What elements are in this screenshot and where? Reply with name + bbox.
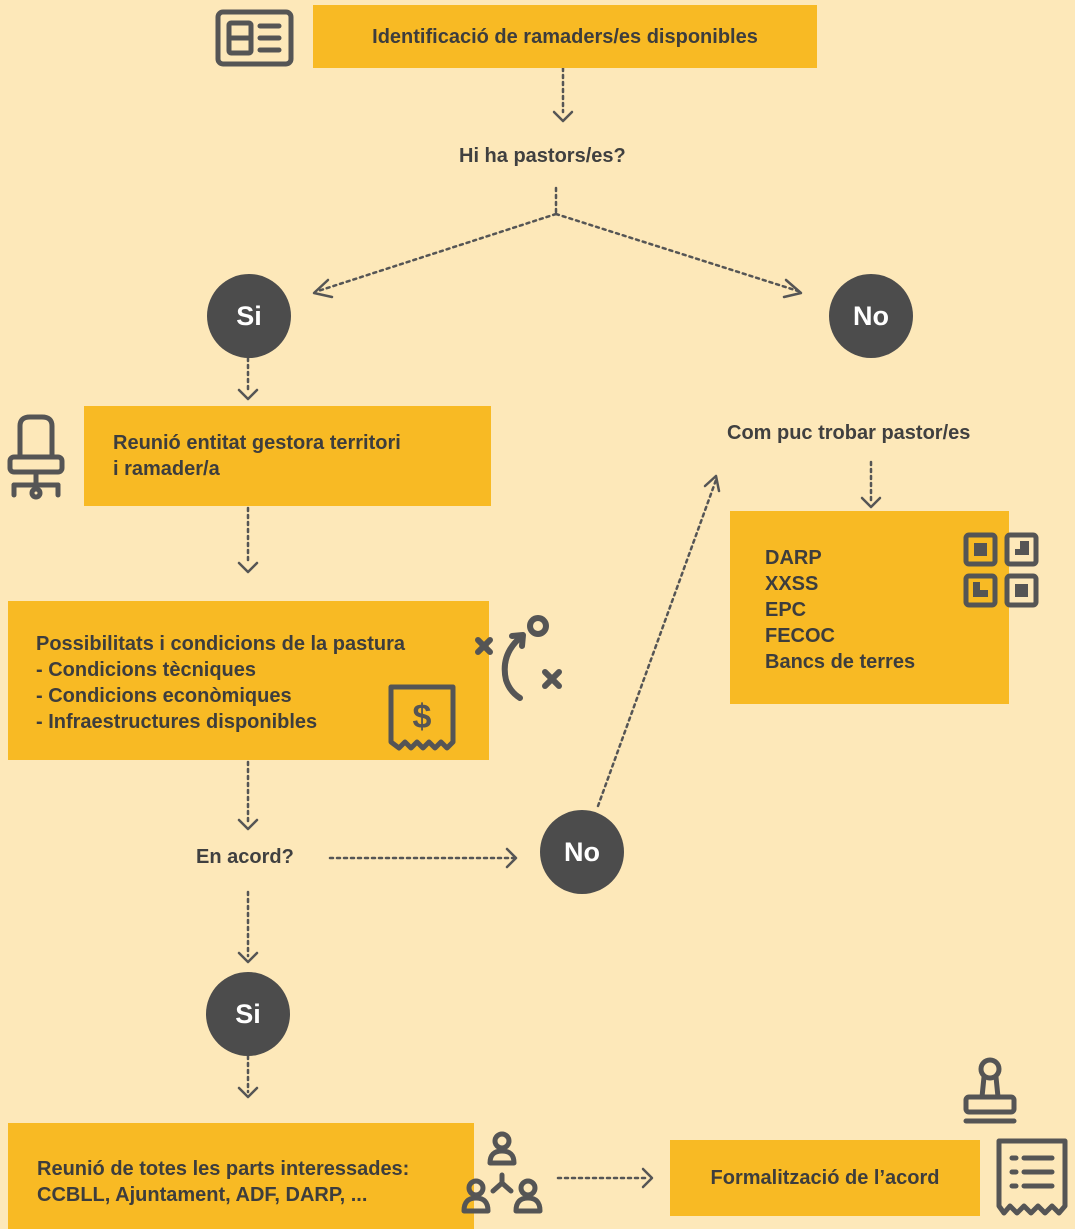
yes-label-2: Si [235, 998, 261, 1029]
identify-box: Identificació de ramaders/es disponibles [313, 5, 817, 68]
meeting-1-line: i ramader/a [113, 458, 220, 480]
people-network-icon [461, 1131, 543, 1214]
stamp-icon [963, 1057, 1017, 1124]
office-chair-icon [7, 414, 65, 500]
possibilities-line: - Condicions tècniques [36, 659, 257, 681]
resource-item: DARP [765, 547, 822, 569]
meeting-1-box: Reunió entitat gestora territori i ramad… [84, 406, 491, 506]
meeting-all-box: Reunió de totes les parts interessades: … [8, 1123, 474, 1229]
receipt-list-icon [996, 1138, 1068, 1216]
possibilities-line: Possibilitats i condicions de la pastura [36, 633, 405, 655]
meeting-all-line: CCBLL, Ajuntament, ADF, DARP, ... [37, 1184, 368, 1206]
yes-label-1: Si [236, 300, 262, 331]
question-pastors: Hi ha pastors/es? [459, 145, 626, 167]
meeting-1-line: Reunió entitat gestora territori [113, 432, 401, 454]
yes-circle-2: Si [206, 972, 290, 1056]
possibilities-box: Possibilitats i condicions de la pastura… [8, 601, 489, 760]
yes-circle-1: Si [207, 274, 291, 358]
qr-code-icon [963, 532, 1039, 608]
no-circle-2: No [540, 810, 624, 894]
possibilities-line: - Infraestructures disponibles [36, 711, 318, 733]
resource-item: FECOC [765, 625, 835, 647]
id-card-icon [215, 9, 294, 67]
identify-label: Identificació de ramaders/es disponibles [372, 25, 758, 48]
resources-box: DARP XXSS EPC FECOC Bancs de terres [730, 511, 1009, 704]
find-pastor-question: Com puc trobar pastor/es [727, 422, 971, 444]
formalize-box: Formalització de l’acord [670, 1140, 980, 1216]
no-circle-1: No [829, 274, 913, 358]
no-label-2: No [564, 836, 600, 867]
resource-item: Bancs de terres [765, 651, 916, 673]
receipt-dollar-icon: $ [388, 684, 456, 751]
possibilities-line: - Condicions econòmiques [36, 685, 292, 707]
no-label-1: No [853, 300, 889, 331]
resource-item: XXSS [765, 573, 819, 595]
meeting-all-line: Reunió de totes les parts interessades: [37, 1158, 410, 1180]
formalize-label: Formalització de l’acord [710, 1167, 940, 1189]
strategy-play-icon [475, 615, 562, 701]
resource-item: EPC [765, 599, 807, 621]
svg-text:$: $ [413, 698, 432, 736]
agreement-question: En acord? [196, 846, 294, 868]
